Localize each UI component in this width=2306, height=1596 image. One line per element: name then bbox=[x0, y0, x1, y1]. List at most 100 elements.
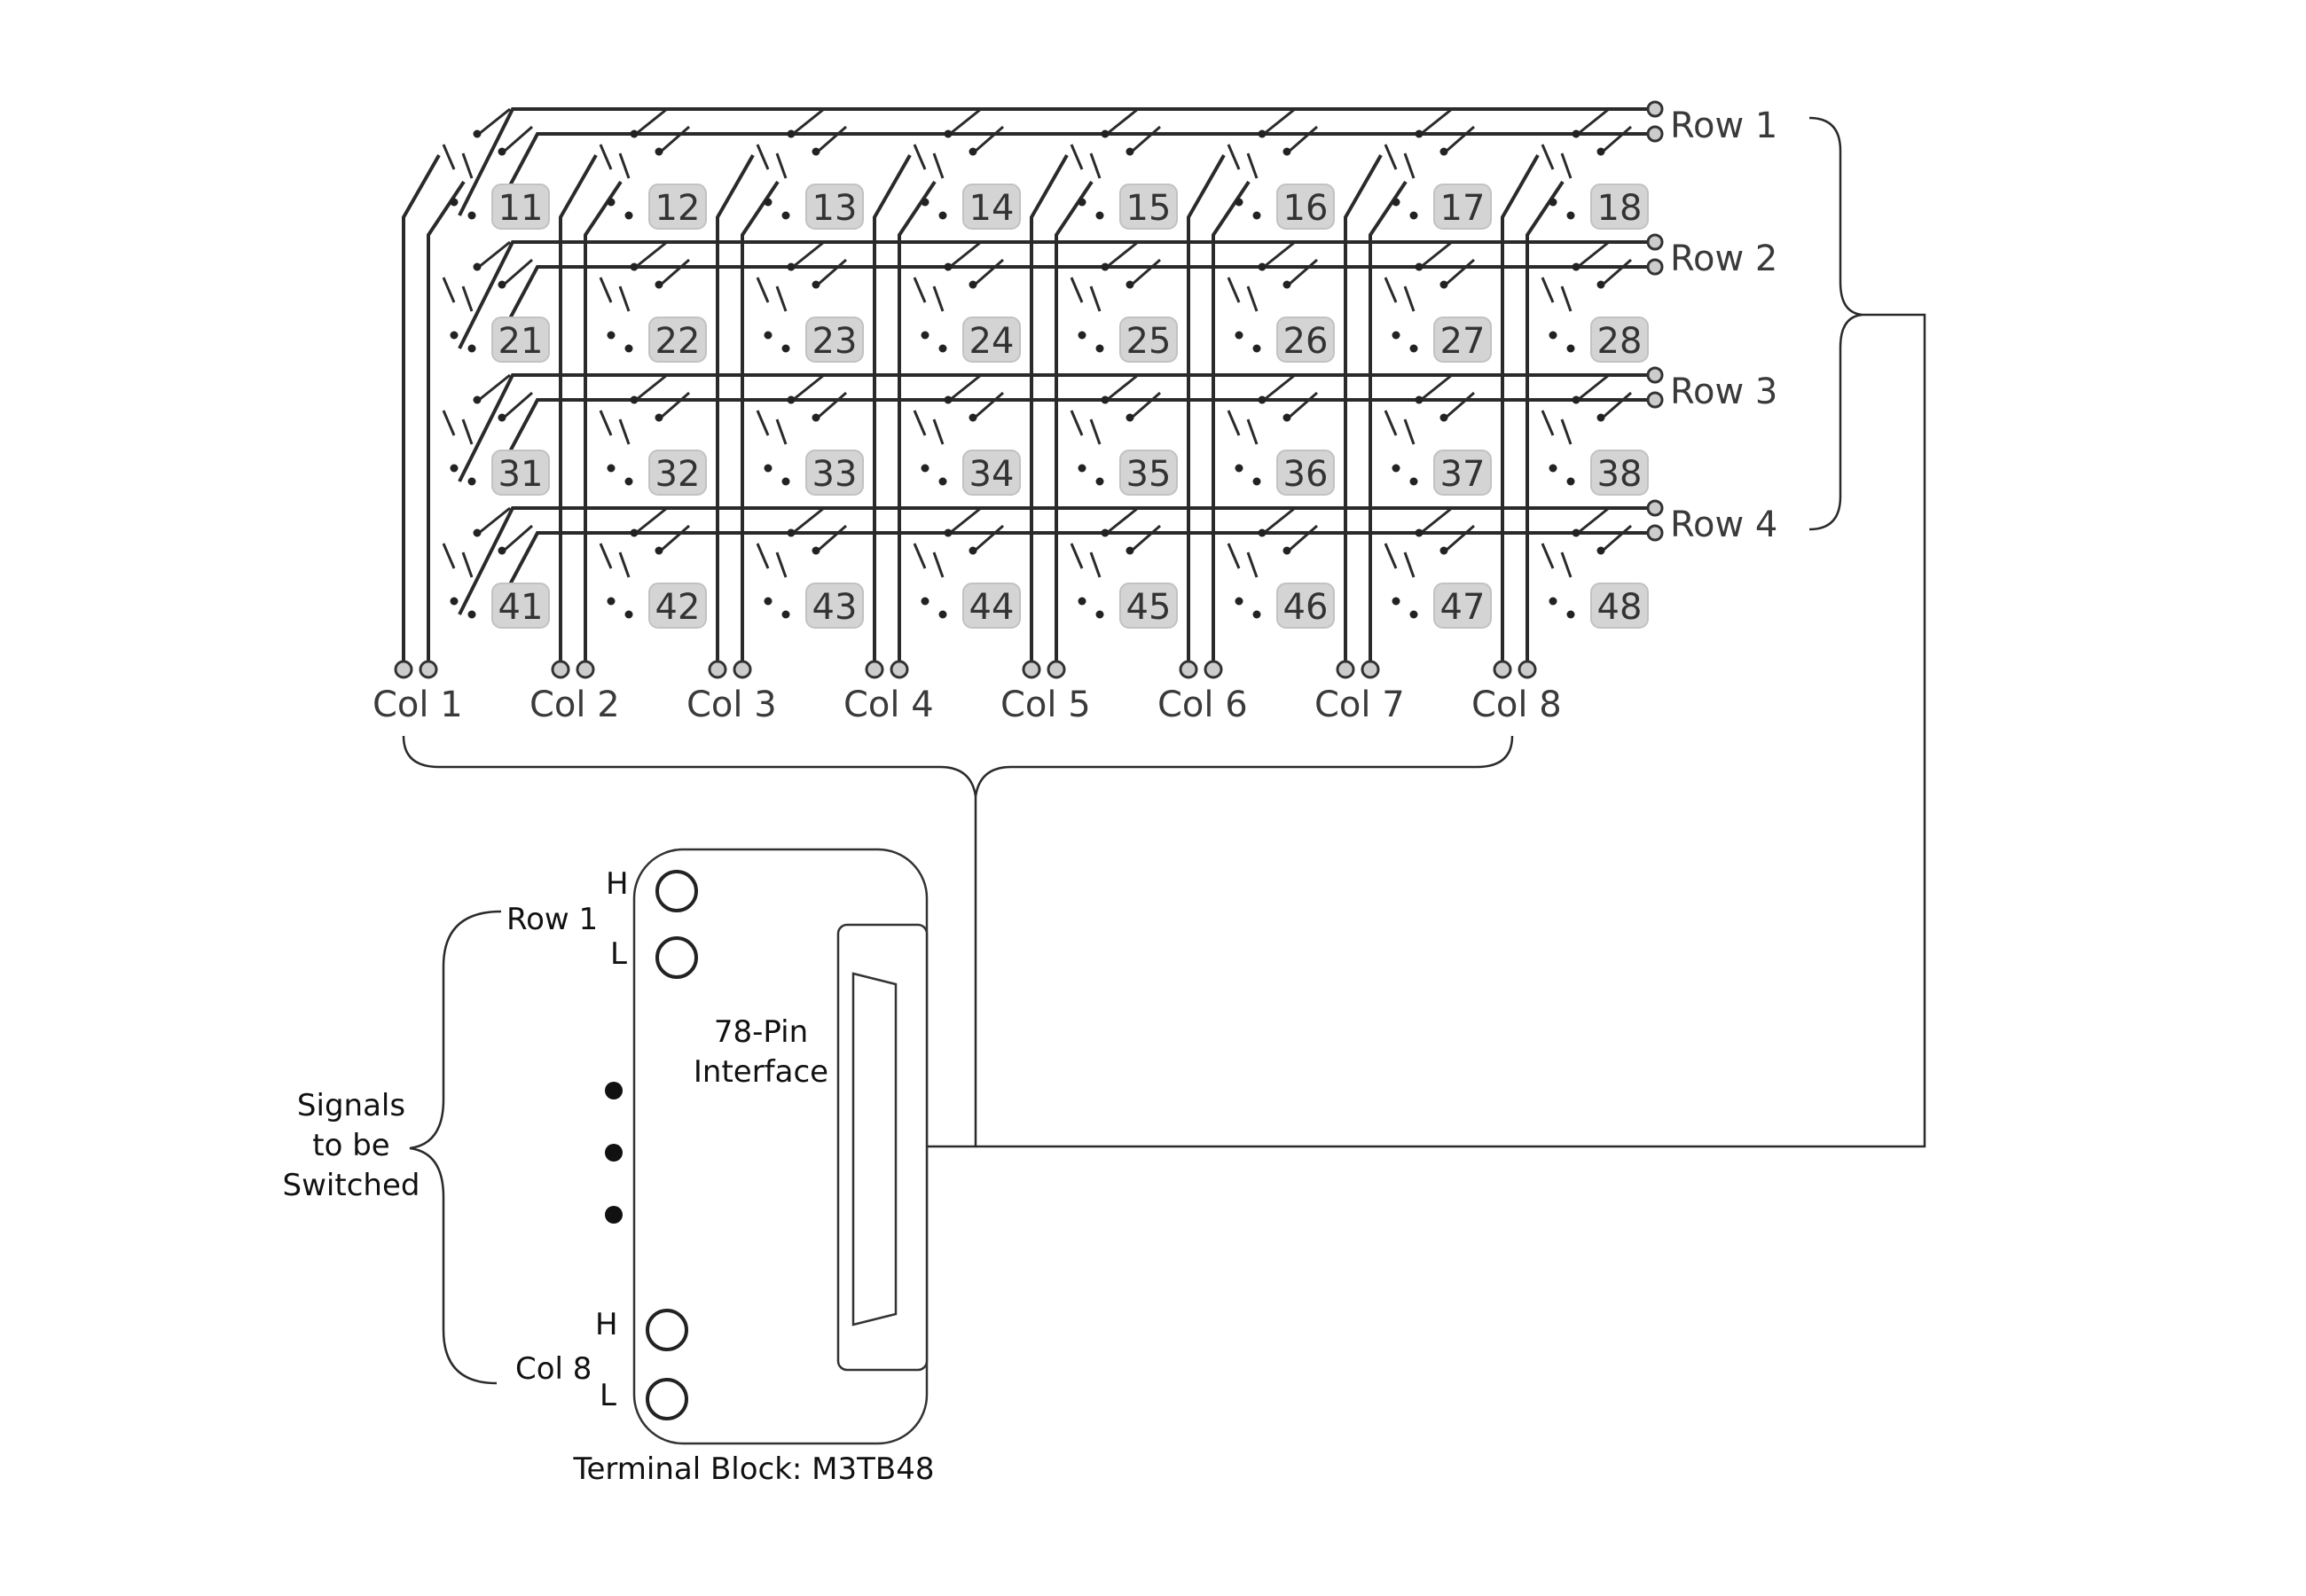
column-connection-line bbox=[927, 796, 977, 1148]
row-label-2: Row 2 bbox=[1670, 239, 1777, 279]
col-6-terminal-l bbox=[1204, 660, 1223, 679]
col-3-terminal-l bbox=[733, 660, 752, 679]
col-4-terminal-l bbox=[890, 660, 909, 679]
row-3-terminal-h bbox=[1646, 366, 1664, 384]
col-label-3: Col 3 bbox=[686, 685, 777, 725]
col-label-2: Col 2 bbox=[529, 685, 620, 725]
col-1-terminal-l bbox=[419, 660, 438, 679]
row-2-terminal-l bbox=[1646, 258, 1664, 276]
row-label-3: Row 3 bbox=[1670, 372, 1777, 412]
switch-number-18: 18 bbox=[1597, 188, 1643, 229]
switch-badge-38 bbox=[1590, 450, 1649, 496]
switch-badge-34 bbox=[962, 450, 1021, 496]
switch-badge-33 bbox=[805, 450, 864, 496]
col-8-terminal-l bbox=[1518, 660, 1537, 679]
switch-number-32: 32 bbox=[655, 454, 701, 495]
switch-number-38: 38 bbox=[1597, 454, 1643, 495]
switch-badge-18 bbox=[1590, 184, 1649, 230]
col-label-7: Col 7 bbox=[1314, 685, 1405, 725]
switch-number-48: 48 bbox=[1597, 587, 1643, 628]
row-1-wire-h bbox=[458, 107, 1648, 216]
terminal-row1-label: Row 1 bbox=[506, 902, 598, 937]
row1-h-label: H bbox=[606, 866, 629, 902]
row1-l-terminal[interactable] bbox=[655, 936, 698, 979]
signals-label-line3: Switched bbox=[283, 1168, 420, 1203]
signals-label-line2: to be bbox=[312, 1128, 389, 1163]
switch-badge-17 bbox=[1433, 184, 1492, 230]
row1-l-label: L bbox=[610, 936, 627, 972]
row-4-wire-h bbox=[458, 506, 1648, 615]
switch-badge-48 bbox=[1590, 583, 1649, 629]
col-3-terminal-h bbox=[708, 660, 727, 679]
switch-number-47: 47 bbox=[1440, 587, 1486, 628]
row-3-wire-h bbox=[458, 373, 1648, 482]
row-2-wire-h bbox=[458, 240, 1648, 349]
col-label-8: Col 8 bbox=[1471, 685, 1562, 725]
col8-h-terminal[interactable] bbox=[646, 1309, 688, 1351]
ellipsis-dot-2 bbox=[605, 1144, 623, 1162]
switch-badge-32 bbox=[648, 450, 707, 496]
switch-number-41: 41 bbox=[498, 587, 544, 628]
switch-number-37: 37 bbox=[1440, 454, 1486, 495]
signals-label-line1: Signals bbox=[297, 1088, 405, 1123]
signals-brace bbox=[409, 910, 502, 1385]
col-8-terminal-h bbox=[1493, 660, 1512, 679]
switch-badge-42 bbox=[648, 583, 707, 629]
switch-number-42: 42 bbox=[655, 587, 701, 628]
row-1-terminal-l bbox=[1646, 125, 1664, 143]
switch-badge-11 bbox=[491, 184, 550, 230]
col-5-terminal-h bbox=[1022, 660, 1041, 679]
row-4-terminal-l bbox=[1646, 524, 1664, 542]
col-5-wire-h bbox=[1030, 154, 1069, 669]
switch-badge-28 bbox=[1590, 317, 1649, 363]
switch-badge-47 bbox=[1433, 583, 1492, 629]
col-2-wire-h bbox=[559, 154, 598, 669]
switch-number-21: 21 bbox=[498, 321, 544, 362]
switch-number-31: 31 bbox=[498, 454, 544, 495]
col-4-terminal-h bbox=[865, 660, 884, 679]
col-label-1: Col 1 bbox=[373, 685, 463, 725]
switch-number-35: 35 bbox=[1126, 454, 1172, 495]
switch-number-15: 15 bbox=[1126, 188, 1172, 229]
col-1-wire-h bbox=[402, 154, 441, 669]
col-5-wire-l bbox=[1055, 180, 1094, 669]
col-5-terminal-l bbox=[1047, 660, 1066, 679]
switch-number-28: 28 bbox=[1597, 321, 1643, 362]
ellipsis-dot-1 bbox=[605, 1082, 623, 1099]
switch-number-36: 36 bbox=[1283, 454, 1329, 495]
col-label-6: Col 6 bbox=[1157, 685, 1248, 725]
col-8-wire-h bbox=[1501, 154, 1540, 669]
terminal-col8-label: Col 8 bbox=[515, 1351, 592, 1387]
col-6-wire-h bbox=[1187, 154, 1226, 669]
switch-badge-23 bbox=[805, 317, 864, 363]
ellipsis-dot-3 bbox=[605, 1206, 623, 1224]
switch-badge-15 bbox=[1119, 184, 1178, 230]
terminal-block-title: Terminal Block: M3TB48 bbox=[572, 1451, 934, 1487]
row-brace bbox=[1808, 116, 1863, 531]
col-4-wire-l bbox=[898, 180, 937, 669]
col-7-terminal-l bbox=[1361, 660, 1380, 679]
switch-number-46: 46 bbox=[1283, 587, 1329, 628]
row-3-terminal-l bbox=[1646, 391, 1664, 409]
switch-number-24: 24 bbox=[969, 321, 1015, 362]
row1-h-terminal[interactable] bbox=[655, 870, 698, 912]
switch-number-16: 16 bbox=[1283, 188, 1329, 229]
switch-number-22: 22 bbox=[655, 321, 701, 362]
row-1-terminal-h bbox=[1646, 100, 1664, 118]
col-4-wire-h bbox=[873, 154, 912, 669]
col8-l-terminal[interactable] bbox=[646, 1378, 688, 1420]
switch-number-43: 43 bbox=[812, 587, 858, 628]
switch-badge-13 bbox=[805, 184, 864, 230]
switch-number-27: 27 bbox=[1440, 321, 1486, 362]
switch-number-45: 45 bbox=[1126, 587, 1172, 628]
switch-number-12: 12 bbox=[655, 188, 701, 229]
col-3-wire-l bbox=[741, 180, 780, 669]
row-connection-line bbox=[976, 313, 1926, 1148]
switch-badge-43 bbox=[805, 583, 864, 629]
col-2-terminal-h bbox=[551, 660, 570, 679]
switch-badge-35 bbox=[1119, 450, 1178, 496]
row-label-4: Row 4 bbox=[1670, 505, 1777, 545]
switch-badge-12 bbox=[648, 184, 707, 230]
